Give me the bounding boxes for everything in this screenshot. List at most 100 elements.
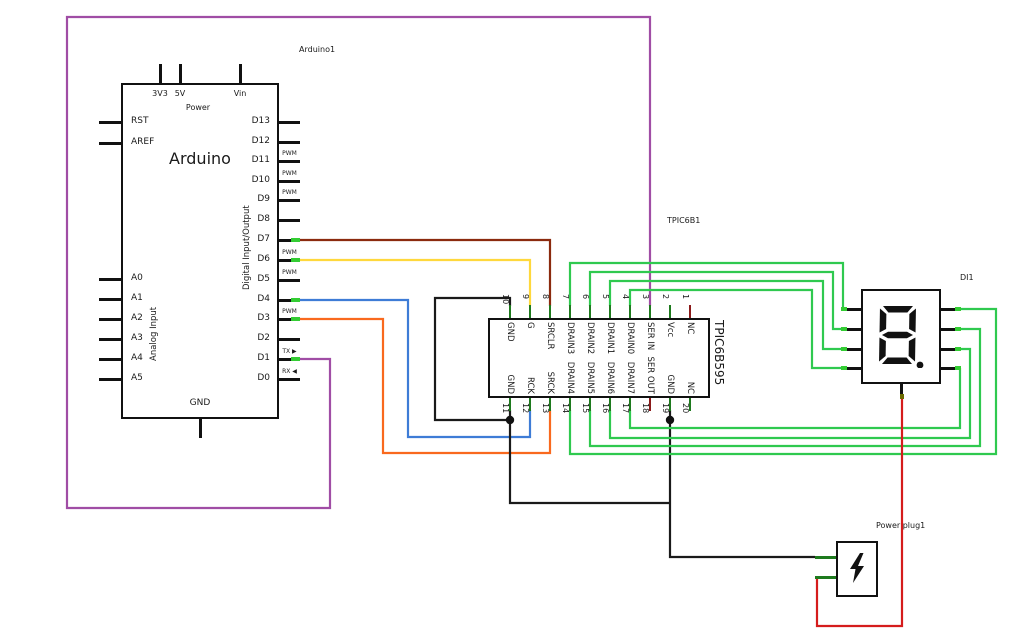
pin-d7[interactable] [279, 239, 300, 242]
arduino-module[interactable] [121, 83, 279, 419]
pin-vin[interactable] [239, 64, 242, 83]
pin-label-vin: Vin [233, 89, 247, 98]
display-left-pin-2[interactable] [841, 328, 861, 331]
pin-d1[interactable] [279, 358, 300, 361]
connection-d1 [291, 357, 300, 361]
pin-d11[interactable] [279, 160, 300, 163]
wire-D4-to-RCK[interactable] [300, 298, 532, 439]
connection-d4 [291, 298, 300, 302]
wire-GND-pin10-loop[interactable] [433, 296, 512, 422]
pin-name-17: DRAIN7 [625, 361, 635, 394]
display-right-connection-1 [955, 307, 961, 311]
pin-9-g[interactable] [528, 305, 532, 318]
pin-16-drain6[interactable] [608, 398, 612, 411]
power-plug-ref-label: Power plug1 [876, 521, 926, 530]
pin-number-9: 9 [521, 294, 530, 300]
junction-dot-1 [505, 415, 515, 425]
pin-10-gnd[interactable] [508, 305, 512, 318]
pin-3v3[interactable] [159, 64, 162, 83]
display-left-pin-4[interactable] [841, 367, 861, 370]
power-plug-module[interactable] [836, 541, 878, 597]
wire-GND-pin11-bus[interactable] [508, 410, 670, 505]
wire-DRAIN2-to-seg[interactable] [588, 270, 842, 331]
pin-18-ser out[interactable] [648, 398, 652, 411]
wire-display-to-power[interactable] [815, 399, 904, 628]
pin-a4[interactable] [99, 358, 121, 361]
pin-d13[interactable] [279, 121, 300, 124]
pin-15-drain5[interactable] [588, 398, 592, 411]
pin-1-nc[interactable] [688, 305, 692, 318]
pin-13-srck[interactable] [548, 398, 552, 411]
pin-d0[interactable] [279, 378, 300, 381]
pin-a2[interactable] [99, 318, 121, 321]
pin-tag-d9: PWM [282, 189, 297, 196]
pin-label-a4: A4 [131, 353, 143, 363]
display-right-pin-3[interactable] [941, 348, 961, 351]
pin-14-drain4[interactable] [568, 398, 572, 411]
pin-d10[interactable] [279, 180, 300, 183]
pin-5-drain1[interactable] [608, 305, 612, 318]
display-right-pin-2[interactable] [941, 328, 961, 331]
pin-a1[interactable] [99, 298, 121, 301]
pin-19-gnd[interactable] [668, 398, 672, 411]
shift-register-module[interactable] [488, 318, 710, 398]
wire-DRAIN6-to-seg[interactable] [608, 347, 972, 440]
wire-DRAIN0-to-seg[interactable] [628, 288, 842, 370]
pin-12-rck[interactable] [528, 398, 532, 411]
power-plug-pin-1[interactable] [815, 556, 836, 559]
display-left-pin-3[interactable] [841, 348, 861, 351]
pin-label-a3: A3 [131, 333, 143, 343]
power-plug-pin-2[interactable] [815, 576, 836, 579]
pin-number-6: 6 [581, 294, 590, 300]
pin-d9[interactable] [279, 199, 300, 202]
wire-DRAIN5-to-seg[interactable] [588, 327, 982, 448]
pin-label-a2: A2 [131, 313, 143, 323]
pin-rst[interactable] [99, 121, 121, 124]
wire-D7-to-SRCLR[interactable] [300, 238, 552, 306]
wire-D6-to-G[interactable] [300, 258, 532, 306]
pin-label-d7: D7 [257, 234, 270, 244]
pin-name-16: DRAIN6 [605, 361, 615, 394]
pin-aref[interactable] [99, 142, 121, 145]
pin-d12[interactable] [279, 141, 300, 144]
pin-number-20: 20 [681, 403, 690, 414]
wire-D3-to-SRCK[interactable] [300, 317, 552, 455]
pin-label-d12: D12 [251, 136, 270, 146]
pin-8-srclr[interactable] [548, 305, 552, 318]
pin-4-drain0[interactable] [628, 305, 632, 318]
wire-DRAIN1-to-seg[interactable] [608, 279, 842, 351]
display-right-pin-1[interactable] [941, 308, 961, 311]
pin-d5[interactable] [279, 279, 300, 282]
pin-a5[interactable] [99, 378, 121, 381]
pin-a3[interactable] [99, 338, 121, 341]
pin-17-drain7[interactable] [628, 398, 632, 411]
pin-gnd[interactable] [199, 419, 202, 438]
pin-d8[interactable] [279, 219, 300, 222]
pin-d2[interactable] [279, 338, 300, 341]
pin-number-13: 13 [541, 403, 550, 414]
pin-5v[interactable] [179, 64, 182, 83]
wire-D1-to-SERIN[interactable] [65, 15, 652, 510]
wire-DRAIN4-to-seg[interactable] [568, 307, 998, 456]
pin-3-ser in[interactable] [648, 305, 652, 318]
display-right-connection-4 [955, 366, 961, 370]
wire-DRAIN7-to-seg[interactable] [628, 368, 962, 430]
display-left-pin-1[interactable] [841, 308, 861, 311]
display-right-pin-4[interactable] [941, 367, 961, 370]
display-left-connection-2 [841, 327, 847, 331]
display-bottom-connection [899, 394, 904, 399]
pin-d3[interactable] [279, 318, 300, 321]
pin-20-nc[interactable] [688, 398, 692, 411]
wire-GND-to-powerplug[interactable] [668, 410, 815, 559]
pin-d4[interactable] [279, 299, 300, 302]
pin-number-3: 3 [641, 294, 650, 300]
pin-2-vcc[interactable] [668, 305, 672, 318]
pin-11-gnd[interactable] [508, 398, 512, 411]
pin-name-11: GND [505, 374, 515, 395]
pin-a0[interactable] [99, 278, 121, 281]
display-bottom-pin[interactable] [900, 384, 903, 398]
pin-6-drain2[interactable] [588, 305, 592, 318]
pin-d6[interactable] [279, 259, 300, 262]
pin-7-drain3[interactable] [568, 305, 572, 318]
arduino-ref-label: Arduino1 [299, 45, 336, 54]
